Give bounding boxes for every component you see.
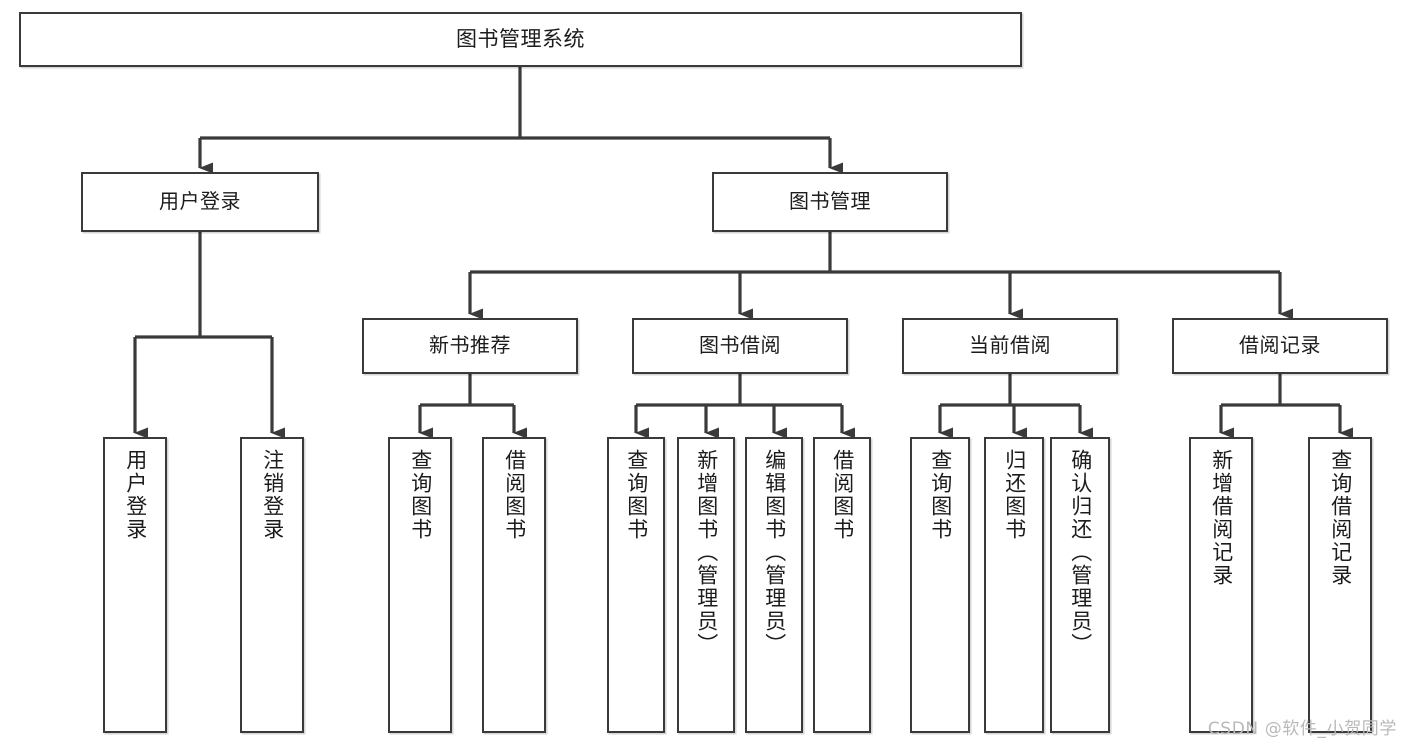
node-borrow-record-label: 借阅记录 (1239, 333, 1321, 358)
node-leaf-user-login-label: 用户登录 (123, 449, 148, 541)
node-leaf-borrow-book-2-label: 借阅图书 (830, 449, 855, 541)
node-leaf-add-record[interactable]: 新增借阅记录 (1189, 437, 1253, 733)
node-leaf-edit-book[interactable]: 编辑图书（管理员） (745, 437, 803, 733)
node-book-manage[interactable]: 图书管理 (712, 172, 948, 232)
node-leaf-borrow-book-1-label: 借阅图书 (502, 449, 527, 541)
node-leaf-borrow-book-2[interactable]: 借阅图书 (813, 437, 871, 733)
node-leaf-return-book-label: 归还图书 (1002, 449, 1027, 541)
node-user-login[interactable]: 用户登录 (81, 172, 319, 232)
node-leaf-query-book-2[interactable]: 查询图书 (607, 437, 665, 733)
node-book-borrow-label: 图书借阅 (699, 333, 781, 358)
node-current-borrow[interactable]: 当前借阅 (902, 318, 1118, 374)
node-root[interactable]: 图书管理系统 (19, 12, 1022, 67)
node-leaf-logout-login-label: 注销登录 (260, 449, 285, 541)
node-leaf-query-book-3[interactable]: 查询图书 (910, 437, 970, 733)
node-leaf-query-record[interactable]: 查询借阅记录 (1308, 437, 1372, 733)
node-leaf-query-book-3-label: 查询图书 (928, 449, 953, 541)
node-leaf-return-book[interactable]: 归还图书 (984, 437, 1044, 733)
node-new-book-recommend[interactable]: 新书推荐 (362, 318, 578, 374)
node-leaf-query-record-label: 查询借阅记录 (1328, 449, 1353, 587)
node-leaf-logout-login[interactable]: 注销登录 (240, 437, 304, 733)
node-leaf-confirm-return[interactable]: 确认归还（管理员） (1050, 437, 1110, 733)
node-leaf-user-login[interactable]: 用户登录 (103, 437, 167, 733)
node-leaf-query-book-2-label: 查询图书 (624, 449, 649, 541)
node-leaf-add-book-label: 新增图书（管理员） (694, 449, 719, 656)
node-leaf-edit-book-label: 编辑图书（管理员） (762, 449, 787, 656)
node-user-login-label: 用户登录 (159, 189, 241, 214)
node-leaf-borrow-book-1[interactable]: 借阅图书 (482, 437, 546, 733)
node-leaf-confirm-return-label: 确认归还（管理员） (1068, 449, 1093, 656)
node-borrow-record[interactable]: 借阅记录 (1172, 318, 1388, 374)
node-book-borrow[interactable]: 图书借阅 (632, 318, 848, 374)
node-leaf-query-book-1-label: 查询图书 (408, 449, 433, 541)
node-current-borrow-label: 当前借阅 (969, 333, 1051, 358)
node-new-book-recommend-label: 新书推荐 (429, 333, 511, 358)
node-leaf-query-book-1[interactable]: 查询图书 (388, 437, 452, 733)
watermark: CSDN @软件_小贺同学 (1207, 719, 1397, 739)
node-leaf-add-book[interactable]: 新增图书（管理员） (677, 437, 735, 733)
node-root-label: 图书管理系统 (456, 27, 585, 52)
node-book-manage-label: 图书管理 (789, 189, 871, 214)
node-leaf-add-record-label: 新增借阅记录 (1209, 449, 1234, 587)
